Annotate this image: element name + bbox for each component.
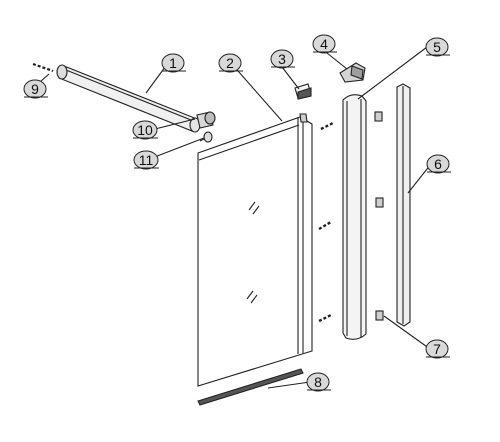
callout-6: 6 [426,154,451,174]
callout-5: 5 [425,37,450,57]
clamp-screw [199,131,213,143]
magnetic-seal-strip [396,83,411,327]
wall-screw [32,62,54,73]
callout-9: 9 [23,79,48,99]
callout-7: 7 [425,339,450,359]
wall-brackets [374,111,384,321]
top-cap [294,83,312,100]
callout-8: 8 [306,372,331,392]
bottom-seal [197,368,304,406]
callout-1: 1 [161,53,186,73]
stabiliser-bar [56,64,201,133]
callout-label-2: 2 [226,55,234,71]
callout-label-3: 3 [278,51,286,67]
callout-label-10: 10 [137,122,153,138]
glass-panel [197,113,313,387]
callout-label-11: 11 [139,152,154,168]
wall-profile [342,94,367,340]
profile-screws [318,121,334,323]
callout-label-8: 8 [314,374,322,390]
callout-4: 4 [312,34,337,54]
callout-label-1: 1 [169,55,177,71]
callout-label-6: 6 [434,156,442,172]
callout-2: 2 [218,53,243,73]
callout-10: 10 [132,120,158,140]
callout-11: 11 [133,150,159,170]
callout-label-9: 9 [31,81,39,97]
callout-label-4: 4 [320,36,328,52]
callout-label-5: 5 [433,39,441,55]
callout-label-7: 7 [433,341,441,357]
bar-end-clamp [196,111,216,129]
end-cap [339,62,366,83]
callout-3: 3 [270,49,295,69]
